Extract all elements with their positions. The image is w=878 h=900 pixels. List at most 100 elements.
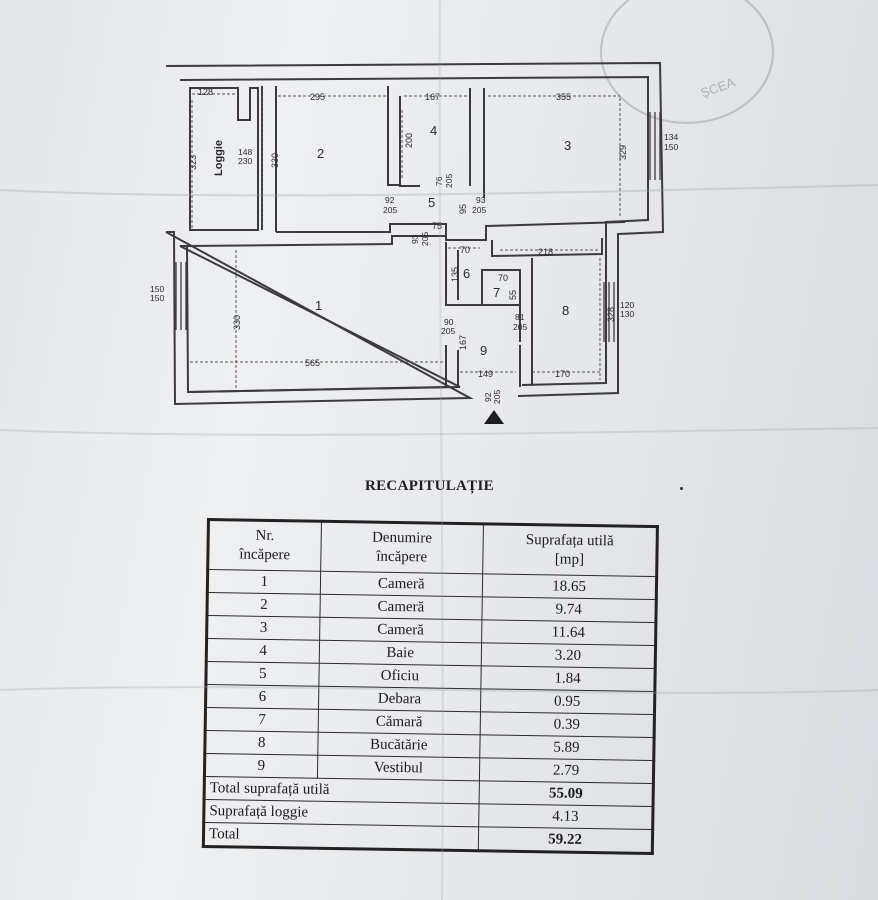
window-room3 bbox=[649, 112, 661, 180]
recap-title: RECAPITULAȚIE bbox=[365, 478, 494, 494]
dim-r3-height: 329 bbox=[618, 145, 628, 160]
outer-wall bbox=[165, 61, 665, 406]
row-name: Cămară bbox=[317, 709, 481, 735]
dim-r8-height: 328 bbox=[606, 307, 616, 322]
dim-loggie-window-b: 230 bbox=[238, 156, 252, 166]
dim-r1-height: 330 bbox=[232, 315, 242, 330]
dim-r5-door-right-b: 205 bbox=[472, 205, 486, 215]
room-4-label: 4 bbox=[430, 123, 437, 138]
dim-r4-height: 200 bbox=[404, 133, 414, 148]
row-nr: 7 bbox=[205, 707, 319, 733]
dim-r8-window-a: 120 bbox=[620, 300, 634, 310]
row-name: Oficiu bbox=[318, 663, 482, 689]
dim-r7-h55: 55 bbox=[508, 290, 518, 300]
dim-r3-width: 355 bbox=[556, 92, 571, 102]
dim-r5-door-left-b: 205 bbox=[383, 205, 397, 215]
dim-r2-height: 330 bbox=[270, 153, 280, 168]
row-name: Bucătărie bbox=[317, 732, 481, 758]
dim-r9-h167: 167 bbox=[458, 335, 468, 350]
room-1-label: 1 bbox=[315, 298, 322, 313]
window-room1 bbox=[175, 262, 187, 330]
row-name: Vestibul bbox=[316, 755, 480, 781]
dim-r6-h135: 135 bbox=[450, 267, 460, 282]
room-3-label: 3 bbox=[564, 138, 571, 153]
room-8-label: 8 bbox=[562, 303, 569, 318]
floor-plan: 1 2 3 4 5 6 7 8 9 Loggie 128 323 295 330… bbox=[150, 61, 678, 424]
row-area: 5.89 bbox=[479, 734, 655, 761]
row-nr: 5 bbox=[205, 661, 319, 687]
row-name: Baie bbox=[318, 640, 482, 666]
row-nr: 1 bbox=[207, 569, 321, 595]
loggie-label: Loggie bbox=[213, 140, 225, 176]
row-area: 18.65 bbox=[482, 573, 657, 600]
row-area: 11.64 bbox=[481, 619, 656, 646]
dim-r5-door-lower-a: 93 bbox=[410, 234, 420, 244]
dim-r2-width: 295 bbox=[310, 92, 325, 102]
stamp-mark bbox=[600, 0, 774, 124]
dim-r8-door-b: 205 bbox=[513, 322, 527, 332]
dim-r5-door-top-b: 205 bbox=[444, 174, 454, 188]
dim-r6-w70: 70 bbox=[460, 245, 470, 255]
row-nr: 2 bbox=[206, 592, 320, 618]
dim-loggie-window-a: 148 bbox=[238, 147, 252, 157]
row-name: Cameră bbox=[319, 571, 483, 597]
dim-r5-door-lower-b: 205 bbox=[420, 232, 430, 246]
room-7-label: 7 bbox=[493, 285, 500, 300]
room-6-label: 6 bbox=[463, 266, 470, 281]
window-room8 bbox=[603, 282, 615, 342]
header-suprafata: Suprafața utilă[mp] bbox=[482, 523, 658, 577]
dim-r5-door-right-a: 93 bbox=[476, 195, 486, 205]
dim-r1-width: 565 bbox=[305, 358, 320, 368]
dim-r5-w75: 75 bbox=[432, 221, 442, 231]
inner-wall bbox=[179, 75, 649, 394]
row-area: 0.95 bbox=[480, 688, 655, 715]
dim-entry-door-a: 92 bbox=[483, 392, 493, 402]
room-9-label: 9 bbox=[480, 343, 487, 358]
room-2-label: 2 bbox=[317, 146, 324, 161]
dim-r5-door-left-a: 92 bbox=[385, 195, 395, 205]
row-nr: 8 bbox=[204, 730, 318, 756]
dim-entry-door-b: 205 bbox=[492, 390, 502, 404]
dim-r3-window-b: 150 bbox=[664, 142, 678, 152]
row-area: 1.84 bbox=[480, 665, 656, 692]
dim-r8-width: 218 bbox=[538, 247, 553, 257]
dim-r1-window-b: 150 bbox=[150, 293, 164, 303]
dim-r9-door-a: 90 bbox=[444, 317, 454, 327]
dim-loggie-height: 323 bbox=[188, 155, 198, 170]
header-nr: Nr.încăpere bbox=[207, 519, 321, 572]
row-name: Cameră bbox=[319, 594, 483, 620]
total-util-value: 55.09 bbox=[479, 780, 654, 807]
dim-r8-window-b: 130 bbox=[620, 309, 634, 319]
grand-total-label: Total bbox=[203, 822, 479, 851]
row-area: 9.74 bbox=[482, 596, 657, 623]
room-5-label: 5 bbox=[428, 195, 435, 210]
loggie-outline bbox=[189, 87, 259, 231]
dim-r5-door-mid: 95 bbox=[458, 204, 468, 214]
row-nr: 4 bbox=[206, 638, 320, 664]
row-nr: 9 bbox=[204, 753, 318, 779]
dim-r8-door-a: 81 bbox=[515, 312, 525, 322]
grand-total-value: 59.22 bbox=[478, 826, 653, 854]
dim-r7-w70: 70 bbox=[498, 273, 508, 283]
dim-r1-window-a: 150 bbox=[150, 284, 164, 294]
dim-r9-door-b: 205 bbox=[441, 326, 455, 336]
dim-loggie-width: 128 bbox=[198, 87, 213, 97]
row-area: 2.79 bbox=[479, 757, 654, 784]
row-area: 0.39 bbox=[480, 711, 655, 738]
row-name: Cameră bbox=[319, 617, 483, 643]
entrance-arrow-icon bbox=[484, 410, 504, 424]
row-nr: 3 bbox=[206, 615, 320, 641]
loggie-area-value: 4.13 bbox=[478, 803, 654, 830]
dim-r3-window-a: 134 bbox=[664, 132, 678, 142]
row-nr: 6 bbox=[205, 684, 319, 710]
dim-r9-w149: 149 bbox=[478, 369, 493, 379]
dim-r8-w170: 170 bbox=[555, 369, 570, 379]
dim-r4-width: 167 bbox=[425, 92, 440, 102]
row-name: Debara bbox=[318, 686, 481, 712]
row-area: 3.20 bbox=[481, 642, 656, 669]
dim-r5-door-top-a: 76 bbox=[434, 176, 444, 186]
